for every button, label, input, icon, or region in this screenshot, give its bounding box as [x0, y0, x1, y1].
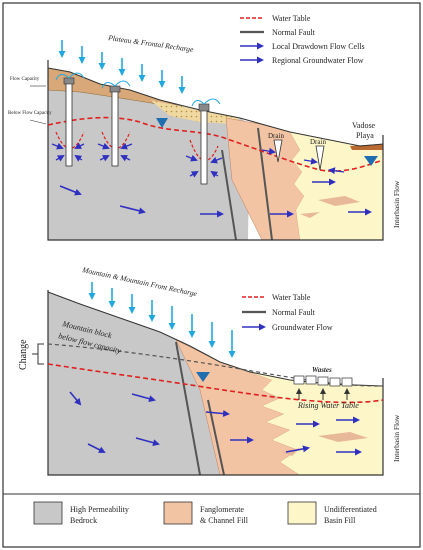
top-panel: Plateau & Frontal Recharge Flow Capacity…: [8, 14, 401, 241]
key-fanglomerate-swatch: [163, 501, 193, 525]
top-legend: Water Table Normal Fault Local Drawdown …: [240, 14, 365, 65]
bottom-legend: Water Table Normal Fault Groundwater Flo…: [242, 293, 333, 332]
legend-local-drawdown-label: Local Drawdown Flow Cells: [272, 42, 365, 51]
legend-groundwater-flow-label: Groundwater Flow: [272, 323, 333, 332]
groundwater-flow-arrows: [69, 391, 362, 456]
key-bedrock-label-2: Bedrock: [70, 516, 97, 525]
legend-regional-gw-label: Regional Groundwater Flow: [272, 56, 364, 65]
legend-normal-fault-label: Normal Fault: [272, 308, 316, 317]
drain-label: Drain: [310, 138, 326, 146]
water-level-marker-icon: [156, 118, 168, 128]
key-basin-swatch: [287, 501, 317, 525]
bottom-recharge-arrows: [88, 282, 236, 358]
previous-water-table: [47, 343, 384, 387]
top-panel-frame: [47, 60, 384, 241]
legend-water-table-label: Water Table: [272, 293, 311, 302]
change-label: Change: [18, 339, 29, 370]
key-fanglomerate-label-1: Fanglomerate: [200, 505, 244, 514]
top-interbasin-label: Interbasin Flow: [392, 180, 401, 228]
rising-water-arrows: [296, 388, 350, 400]
flow-capacity-label: Flow Capacity: [10, 77, 40, 82]
material-key: High Permeability Bedrock Fanglomerate &…: [3, 493, 420, 525]
bottom-water-table: [47, 363, 384, 404]
drain-label: Drain: [268, 132, 284, 140]
key-bedrock-label-1: High Permeability: [70, 505, 129, 514]
legend-water-table-label: Water Table: [272, 14, 311, 23]
key-basin-label-2: Basin Fill: [324, 516, 356, 525]
legend-normal-fault-label: Normal Fault: [272, 28, 316, 37]
key-bedrock-swatch: [33, 501, 63, 525]
top-basin-lens: [318, 196, 360, 206]
drain-icon: [315, 145, 325, 171]
change-bracket: [32, 343, 44, 365]
wastes-boxes: [293, 375, 353, 387]
playa-label: Playa: [356, 131, 374, 140]
water-level-marker-icon: [196, 372, 210, 382]
top-dotted-sediment: [150, 100, 240, 124]
bottom-bedrock: [48, 292, 220, 475]
top-normal-fault: [221, 149, 237, 241]
local-drawdown-arrows: [51, 142, 345, 178]
drain-icon: [273, 139, 283, 163]
below-flow-capacity-leader: [29, 119, 47, 125]
wastes-label: Wastes: [312, 366, 332, 374]
top-normal-fault: [257, 127, 273, 241]
top-recharge-arrows: [58, 40, 186, 94]
vadose-label: Vadose: [352, 121, 376, 130]
rising-water-table-label: Rising Water Table: [297, 401, 359, 410]
bottom-basin-lens: [318, 432, 368, 442]
well: [198, 103, 210, 185]
bottom-normal-fault: [175, 341, 201, 476]
water-level-marker-icon: [364, 156, 378, 166]
key-fanglomerate-label-2: & Channel Fill: [200, 516, 249, 525]
top-basin-lens: [300, 212, 320, 218]
below-flow-capacity-label: Below Flow Capacity: [8, 111, 52, 116]
regional-flow-arrows: [59, 178, 372, 218]
bottom-panel-frame: [47, 290, 384, 476]
key-basin-label-1: Undifferentiated: [324, 505, 377, 514]
bottom-interbasin-label: Interbasin Flow: [392, 414, 401, 462]
well-spray-icon: [55, 72, 221, 107]
